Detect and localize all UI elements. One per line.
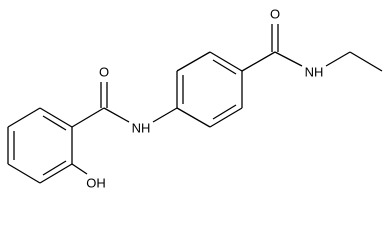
bond	[274, 51, 303, 67]
amide-nitrogen-left: NH	[132, 121, 151, 136]
bond	[71, 163, 88, 175]
bond	[176, 107, 211, 128]
aromatic-inner-bond	[212, 104, 237, 120]
bond	[39, 107, 73, 128]
molecule-structure: OH O NH O NH	[7, 7, 383, 191]
carbonyl-oxygen-left: O	[99, 65, 109, 80]
bond	[7, 107, 41, 128]
bond	[349, 51, 383, 72]
carbonyl-oxygen-right: O	[270, 7, 280, 22]
amide-nitrogen-right: NH	[305, 65, 324, 80]
bond	[209, 107, 243, 128]
aromatic-inner-bond	[212, 59, 237, 75]
bond	[7, 163, 41, 184]
bond	[39, 163, 73, 184]
bond	[152, 107, 178, 123]
bond	[209, 51, 243, 72]
aromatic-inner-bond	[42, 115, 67, 131]
bond	[103, 107, 130, 123]
hydroxyl-label: OH	[86, 176, 106, 191]
bond	[241, 51, 276, 72]
benzene-ring	[176, 51, 243, 128]
bond	[176, 51, 211, 72]
aromatic-inner-bond	[42, 160, 67, 176]
bond	[71, 107, 105, 128]
phenol-ring	[7, 107, 73, 184]
bond	[325, 51, 351, 67]
